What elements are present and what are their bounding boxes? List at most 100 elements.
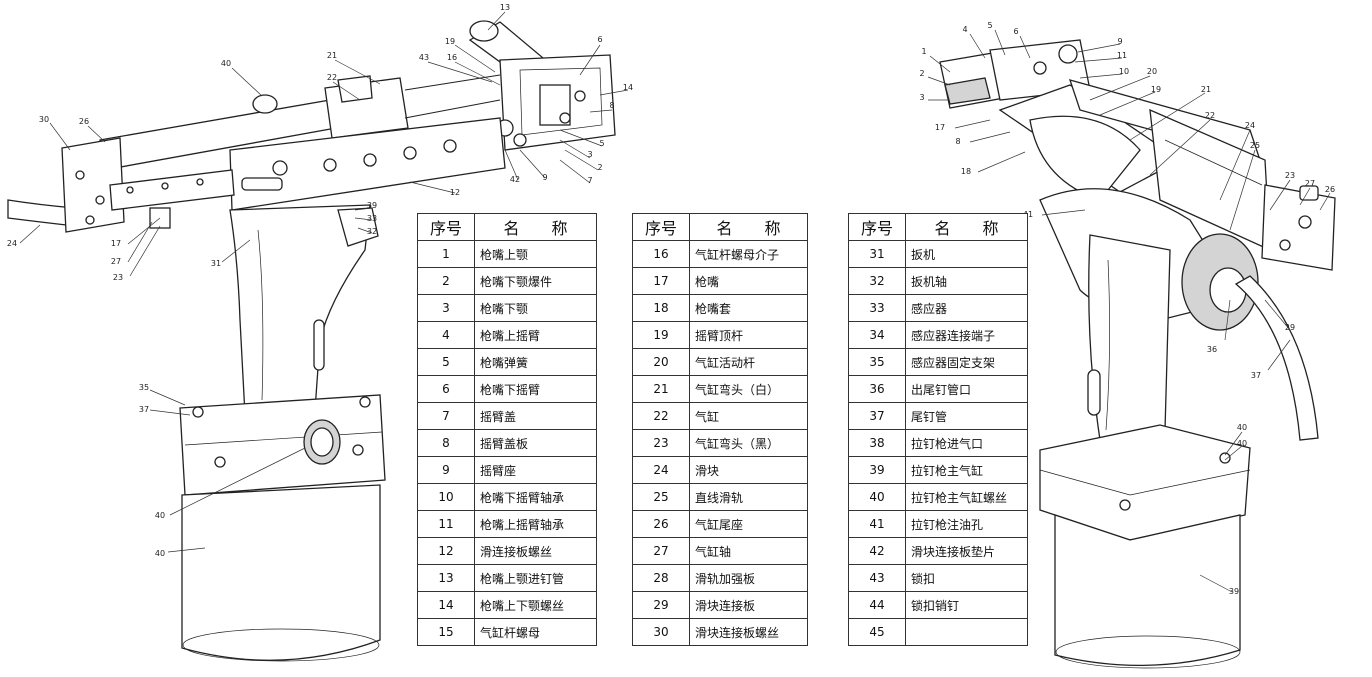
part-name: 感应器固定支架 xyxy=(905,348,1028,376)
part-number: 33 xyxy=(848,294,906,322)
left-callout-label: 12 xyxy=(450,188,460,197)
left-callout-label: 5 xyxy=(599,139,604,148)
part-number: 38 xyxy=(848,429,906,457)
part-name: 锁扣销钉 xyxy=(905,591,1028,619)
left-callout-label: 24 xyxy=(7,239,17,248)
part-name: 滑轨加强板 xyxy=(689,564,808,592)
table-header-row: 序号 名 称 xyxy=(417,213,597,241)
part-number: 13 xyxy=(417,564,475,592)
part-number: 3 xyxy=(417,294,475,322)
part-number: 31 xyxy=(848,240,906,268)
right-callout-label: 10 xyxy=(1119,67,1129,76)
right-callout-label: 3 xyxy=(919,93,924,102)
left-callout-label: 8 xyxy=(609,101,614,110)
part-number: 9 xyxy=(417,456,475,484)
left-callout-label: 2 xyxy=(597,163,602,172)
part-name: 感应器 xyxy=(905,294,1028,322)
part-number: 4 xyxy=(417,321,475,349)
left-callout-label: 23 xyxy=(113,273,123,282)
right-callout-label: 25 xyxy=(1250,141,1260,150)
part-number: 17 xyxy=(632,267,690,295)
part-number: 28 xyxy=(632,564,690,592)
left-callout-label: 33 xyxy=(367,214,377,223)
part-number: 16 xyxy=(632,240,690,268)
part-name: 滑块连接板垫片 xyxy=(905,537,1028,565)
header-name: 名 称 xyxy=(689,213,808,241)
part-name: 枪嘴弹簧 xyxy=(474,348,597,376)
right-callout-label: 21 xyxy=(1201,85,1211,94)
right-callout-label: 6 xyxy=(1013,27,1018,36)
part-name: 枪嘴下颚爆件 xyxy=(474,267,597,295)
part-number: 6 xyxy=(417,375,475,403)
part-name: 滑块连接板 xyxy=(689,591,808,619)
part-name: 拉钉枪进气口 xyxy=(905,429,1028,457)
part-name: 滑块 xyxy=(689,456,808,484)
part-name: 枪嘴 xyxy=(689,267,808,295)
part-number: 45 xyxy=(848,618,906,646)
right-callout-label: 11 xyxy=(1117,51,1127,60)
part-name: 气缸轴 xyxy=(689,537,808,565)
left-callout-label: 32 xyxy=(367,227,377,236)
left-callout-label: 40 xyxy=(221,59,231,68)
part-number: 36 xyxy=(848,375,906,403)
part-name: 枪嘴上摇臂轴承 xyxy=(474,510,597,538)
part-name: 摇臂盖板 xyxy=(474,429,597,457)
part-name: 摇臂顶杆 xyxy=(689,321,808,349)
right-callout-label: 5 xyxy=(987,21,992,30)
part-number: 10 xyxy=(417,483,475,511)
right-callout-label: 2 xyxy=(919,69,924,78)
part-name: 滑连接板螺丝 xyxy=(474,537,597,565)
part-number: 34 xyxy=(848,321,906,349)
part-name: 气缸弯头（白） xyxy=(689,375,808,403)
right-callout-label: 40 xyxy=(1237,439,1247,448)
part-number: 22 xyxy=(632,402,690,430)
part-name: 枪嘴上摇臂 xyxy=(474,321,597,349)
header-number: 序号 xyxy=(417,213,475,241)
part-name: 摇臂盖 xyxy=(474,402,597,430)
right-callout-label: 39 xyxy=(1229,587,1239,596)
part-number: 24 xyxy=(632,456,690,484)
part-number: 43 xyxy=(848,564,906,592)
right-callout-label: 36 xyxy=(1207,345,1217,354)
part-number: 14 xyxy=(417,591,475,619)
part-name: 气缸 xyxy=(689,402,808,430)
part-name: 枪嘴上颚 xyxy=(474,240,597,268)
part-name: 枪嘴上颚进钉管 xyxy=(474,564,597,592)
left-callout-label: 42 xyxy=(510,175,520,184)
part-number: 30 xyxy=(632,618,690,646)
part-name: 锁扣 xyxy=(905,564,1028,592)
right-callout-label: 40 xyxy=(1237,423,1247,432)
left-callout-label: 21 xyxy=(327,51,337,60)
part-name xyxy=(905,618,1028,646)
part-number: 12 xyxy=(417,537,475,565)
left-callout-label: 31 xyxy=(211,259,221,268)
part-number: 44 xyxy=(848,591,906,619)
left-callout-label: 43 xyxy=(419,53,429,62)
part-name: 枪嘴套 xyxy=(689,294,808,322)
left-callout-label: 40 xyxy=(155,549,165,558)
